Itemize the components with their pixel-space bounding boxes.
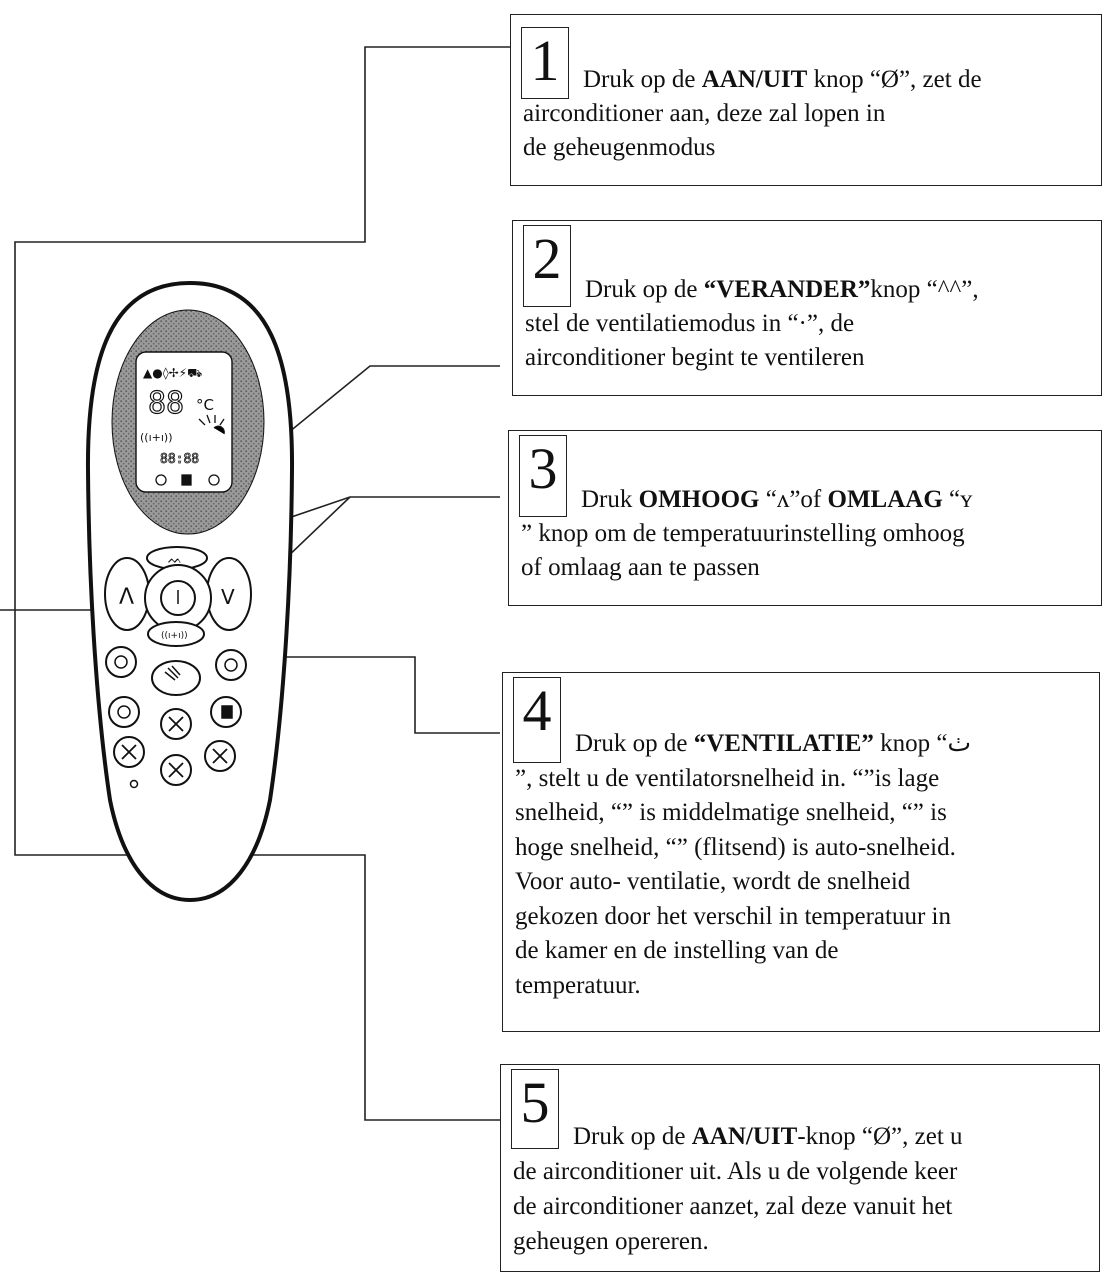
text-segment: airconditioner aan, deze zal lopen in xyxy=(523,100,886,127)
down-button-label: V xyxy=(221,585,235,609)
text-segment: knop “^^”, xyxy=(870,276,979,303)
text-segment: Druk op de xyxy=(573,1123,692,1150)
bold-keyword: AAN/UIT xyxy=(691,1123,798,1150)
text-segment: Druk xyxy=(581,486,639,513)
text-segment: ”, stelt u de ventilatorsnelheid in. “”i… xyxy=(515,764,940,792)
text-segment: snelheid, “” is middelmatige snelheid, “… xyxy=(515,799,947,826)
step-3-line: of omlaag aan te passen xyxy=(521,551,1091,585)
text-segment: Voor auto- ventilatie, wordt de snelheid xyxy=(515,868,911,895)
bold-keyword: OMHOOG xyxy=(638,486,760,513)
text-segment: of omlaag aan te passen xyxy=(521,554,760,581)
step-4-line: Voor auto- ventilatie, wordt de snelheid xyxy=(515,865,1089,900)
text-segment: geheugen opereren. xyxy=(513,1228,709,1255)
clock-icon xyxy=(117,705,131,719)
lcd-fan: ((ı+ı)) xyxy=(140,431,173,444)
step-4-line: Druk op de “VENTILATIE” knop “ٺ xyxy=(515,727,1089,762)
step-3-number: 3 xyxy=(519,435,567,517)
lcd-unit: °C xyxy=(196,396,214,414)
bold-keyword: AAN/UIT xyxy=(701,66,808,93)
fan-button-label: ((ı+ı)) xyxy=(161,631,188,641)
step-2-line: stel de ventilatiemodus in “·”, de xyxy=(525,307,1091,341)
step-1-line: de geheugenmodus xyxy=(523,131,1091,165)
bold-keyword: OMLAAG xyxy=(827,486,943,513)
step-5-box: 5 Druk op de AAN/UIT-knop “Ø”, zet u de a… xyxy=(500,1064,1100,1272)
button-glyphs xyxy=(114,590,238,719)
step-2-line: airconditioner begint te ventileren xyxy=(525,341,1091,375)
step-4-line: ”, stelt u de ventilatorsnelheid in. “”i… xyxy=(515,762,1089,797)
connector-step-1 xyxy=(14,46,510,1121)
step-2-number: 2 xyxy=(523,225,571,307)
step-5-text: Druk op de AAN/UIT-knop “Ø”, zet u de air… xyxy=(513,1119,1089,1259)
text-segment: de airconditioner aanzet, zal deze vanui… xyxy=(513,1193,953,1220)
text-segment: hoge snelheid, “” (flitsend) is auto-sne… xyxy=(515,833,956,861)
text-segment: Druk op de xyxy=(583,66,702,93)
step-4-line: temperatuur. xyxy=(515,969,1089,1004)
lcd-clock: 88:88 xyxy=(160,452,199,467)
clock-button[interactable] xyxy=(108,696,140,728)
step-1-line: Druk op de AAN/UIT knop “Ø”, zet de xyxy=(523,63,1091,97)
step-2-box: 2 Druk op de “VERANDER”knop “^^”, stel de… xyxy=(512,220,1102,396)
step-5-line: Druk op de AAN/UIT-knop “Ø”, zet u xyxy=(513,1119,1089,1154)
text-segment: gekozen door het verschil in temperatuur… xyxy=(515,902,951,930)
step-1-number: 1 xyxy=(521,27,569,99)
text-segment: knop “Ø”, zet de xyxy=(807,66,982,93)
lcd-temperature: 88 xyxy=(148,386,184,421)
text-segment: de kamer en de instelling van de xyxy=(515,937,839,964)
text-segment: stel de ventilatiemodus in “·”, de xyxy=(525,310,855,337)
step-5-number: 5 xyxy=(511,1069,559,1149)
step-4-number: 4 xyxy=(513,677,561,763)
step-5-line: geheugen opereren. xyxy=(513,1224,1089,1259)
timer-on-button[interactable] xyxy=(105,646,137,678)
timer-on-icon xyxy=(114,655,128,669)
up-button-label: Λ xyxy=(119,585,134,610)
lcd-sun-icon xyxy=(198,414,225,435)
text-segment: ” knop om de temperatuurinstelling omhoo… xyxy=(521,520,965,547)
text-segment: knop “ٺ xyxy=(873,730,972,757)
sleep-icon xyxy=(221,705,233,719)
swing-button[interactable] xyxy=(151,660,201,696)
step-1-line: airconditioner aan, deze zal lopen in xyxy=(523,97,1091,131)
mode-button-label: ᨓ xyxy=(168,552,182,566)
step-1-text: Druk op de AAN/UIT knop “Ø”, zet de airco… xyxy=(523,63,1091,165)
step-5-line: de airconditioner aanzet, zal deze vanui… xyxy=(513,1189,1089,1224)
text-segment: de geheugenmodus xyxy=(523,134,716,161)
step-3-box: 3 Druk OMHOOG “ʌ”of OMLAAG “ʏ ” knop om d… xyxy=(508,430,1102,606)
text-segment: -knop “Ø”, zet u xyxy=(797,1123,963,1150)
text-segment: de airconditioner uit. Als u de volgende… xyxy=(513,1158,958,1185)
step-1-box: 1 Druk op de AAN/UIT knop “Ø”, zet de air… xyxy=(510,14,1102,186)
step-3-line: Druk OMHOOG “ʌ”of OMLAAG “ʏ xyxy=(521,483,1091,517)
swing-icon xyxy=(164,665,181,681)
step-2-text: Druk op de “VERANDER”knop “^^”, stel de v… xyxy=(525,273,1091,375)
lcd-mode-icons: ▲●◊✢⚡⛟ xyxy=(143,366,202,380)
step-4-text: Druk op de “VENTILATIE” knop “ٺ”, stelt … xyxy=(515,727,1089,1003)
step-2-line: Druk op de “VERANDER”knop “^^”, xyxy=(525,273,1091,307)
timer-off-button[interactable] xyxy=(215,649,247,681)
step-4-line: hoge snelheid, “” (flitsend) is auto-sne… xyxy=(515,831,1089,866)
remote-control xyxy=(85,280,295,903)
text-segment: Druk op de xyxy=(575,730,694,757)
step-4-line: snelheid, “” is middelmatige snelheid, “… xyxy=(515,796,1089,831)
led-indicator xyxy=(129,779,139,789)
step-4-line: gekozen door het verschil in temperatuur… xyxy=(515,900,1089,935)
timer-off-icon xyxy=(224,658,238,672)
text-segment: “ʌ”of xyxy=(759,486,828,513)
bold-keyword: “VERANDER” xyxy=(703,276,871,303)
text-segment: airconditioner begint te ventileren xyxy=(525,344,865,371)
text-segment: Druk op de xyxy=(585,276,704,303)
connector-step-4 xyxy=(180,656,500,734)
lcd-screen xyxy=(135,351,233,493)
x-marks xyxy=(121,716,228,778)
text-segment: “ʏ xyxy=(942,486,973,513)
bold-keyword: “VENTILATIE” xyxy=(693,730,874,757)
step-5-line: de airconditioner uit. Als u de volgende… xyxy=(513,1154,1089,1189)
step-3-text: Druk OMHOOG “ʌ”of OMLAAG “ʏ ” knop om de … xyxy=(521,483,1091,585)
step-4-line: de kamer en de instelling van de xyxy=(515,934,1089,969)
fan-button[interactable] xyxy=(147,621,205,647)
text-segment: temperatuur. xyxy=(515,971,641,999)
step-3-line: ” knop om de temperatuurinstelling omhoo… xyxy=(521,517,1091,551)
lcd-timer-icons xyxy=(155,474,220,486)
step-4-box: 4 Druk op de “VENTILATIE” knop “ٺ”, stel… xyxy=(502,672,1100,1032)
